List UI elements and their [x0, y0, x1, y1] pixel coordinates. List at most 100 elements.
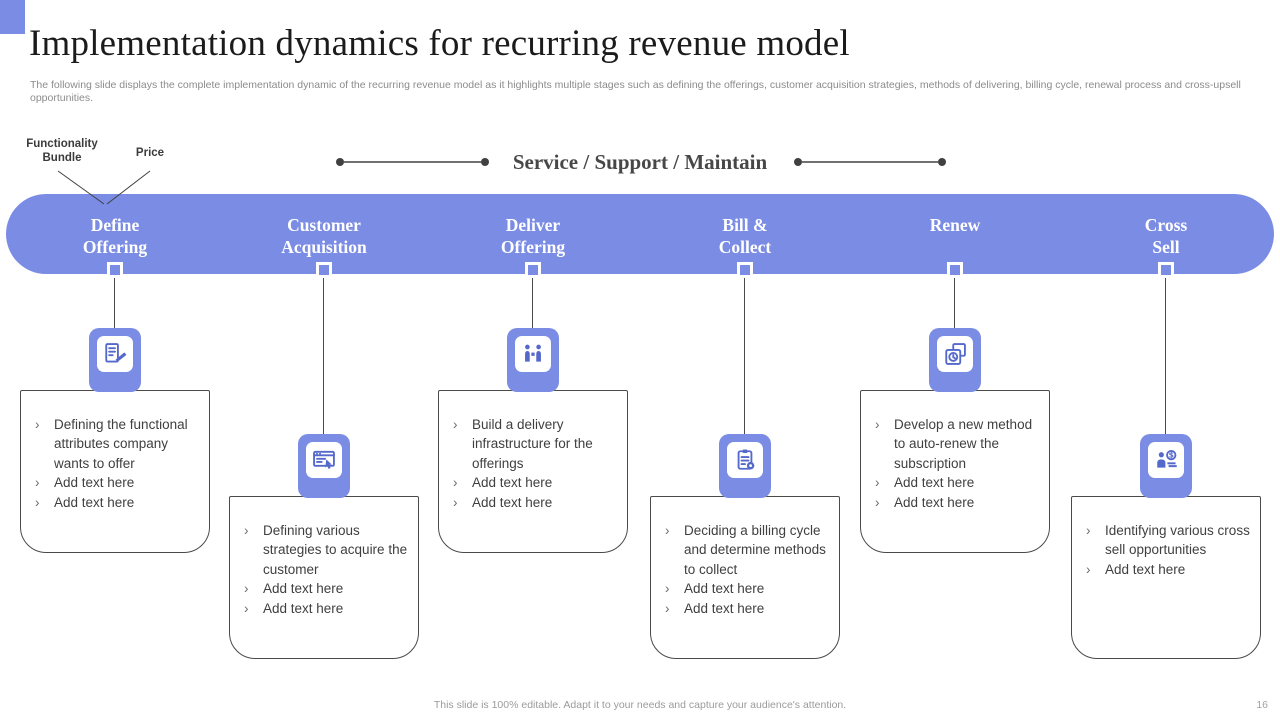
stage-label-line: Renew: [929, 215, 981, 235]
bullet-text: Add text here: [263, 600, 344, 616]
bullet-text: Add text here: [263, 581, 344, 597]
connector-line: [954, 278, 955, 330]
stage-label-line: Offering: [500, 237, 566, 257]
timeline-node: [107, 262, 123, 278]
stage-icon-box[interactable]: [89, 328, 141, 392]
bullet-icon: ›: [244, 581, 249, 597]
bullet-text: Add text here: [894, 475, 975, 491]
stage-label-line: Deliver: [505, 215, 561, 235]
bullet-text: Deciding a billing cycle and determine m…: [684, 523, 826, 577]
stage-label-bill-collect[interactable]: Bill & Collect: [645, 214, 845, 258]
cross-sell-icon: $: [1148, 442, 1184, 478]
stage-label-line: Customer: [287, 215, 361, 235]
stage-text-box[interactable]: › Deciding a billing cycle and determine …: [650, 496, 840, 659]
stage-label-customer-acquisition[interactable]: Customer Acquisition: [224, 214, 424, 258]
bullet-icon: ›: [244, 523, 249, 538]
stage-label-line: Bill &: [722, 215, 768, 235]
stage-icon-box[interactable]: [719, 434, 771, 498]
bullet-text: Add text here: [472, 494, 553, 510]
bullet-item: › Develop a new method to auto-renew the …: [875, 415, 1039, 473]
stage-label-define-offering[interactable]: Define Offering: [15, 214, 215, 258]
connector-line: [114, 278, 115, 330]
stage-icon-box[interactable]: [929, 328, 981, 392]
document-edit-icon: [97, 336, 133, 372]
stage-text-box[interactable]: ›Identifying various cross sell opportun…: [1071, 496, 1261, 659]
bullet-item: › Add text here: [875, 473, 1039, 492]
timeline-node: [737, 262, 753, 278]
bullet-item: › Add text here: [665, 599, 829, 618]
stage-label-line: Cross: [1144, 215, 1188, 235]
accent-square: [0, 0, 25, 34]
stage-label-line: Define: [90, 215, 140, 235]
stage-text-box[interactable]: › Defining various strategies to acquire …: [229, 496, 419, 659]
bullet-item: › Add text here: [453, 493, 617, 512]
stage-label-line: Collect: [718, 237, 772, 257]
service-support-maintain-label[interactable]: Service / Support / Maintain: [512, 150, 768, 174]
stage-icon-box[interactable]: [298, 434, 350, 498]
stage-icon-box[interactable]: [507, 328, 559, 392]
bullet-icon: ›: [244, 600, 249, 616]
timeline-node: [1158, 262, 1174, 278]
bullet-icon: ›: [453, 417, 458, 432]
bullet-text: Build a delivery infrastructure for the …: [472, 417, 593, 471]
timeline-band: [6, 194, 1274, 274]
bullet-icon: ›: [875, 417, 880, 432]
bullet-icon: ›: [453, 494, 458, 510]
bullet-text: Add text here: [684, 600, 765, 616]
page-number: 16: [1256, 699, 1268, 711]
bullet-text: Add text here: [472, 475, 553, 491]
stage-label-deliver-offering[interactable]: Deliver Offering: [433, 214, 633, 258]
connector-line: [532, 278, 533, 330]
bullet-text: Add text here: [54, 475, 135, 491]
bullet-icon: ›: [453, 475, 458, 491]
stage-label-line: Sell: [1152, 237, 1180, 257]
stage-label-cross-sell[interactable]: Cross Sell: [1066, 214, 1266, 258]
connector-line: [1165, 278, 1166, 436]
bullet-icon: ›: [35, 417, 40, 432]
bullet-icon: ›: [35, 494, 40, 510]
bullet-item: › Add text here: [35, 473, 199, 492]
bullet-text: Add text here: [684, 581, 765, 597]
stage-text-box[interactable]: › Build a delivery infrastructure for the…: [438, 390, 628, 553]
price-label[interactable]: Price: [135, 147, 165, 159]
bullet-icon: ›: [875, 475, 880, 491]
stage-icon-box[interactable]: $: [1140, 434, 1192, 498]
slide-title[interactable]: Implementation dynamics for recurring re…: [29, 23, 850, 64]
billing-clipboard-icon: [727, 442, 763, 478]
functionality-bundle-label[interactable]: Functionality Bundle: [26, 138, 98, 164]
bullet-item: › Defining various strategies to acquire …: [244, 521, 408, 579]
bullet-item: ›Add text here: [875, 493, 1039, 512]
bullet-icon: ›: [665, 581, 670, 597]
bullet-text: Add text here: [1105, 561, 1186, 577]
bullet-text: Develop a new method to auto-renew the s…: [894, 417, 1033, 471]
stage-label-renew[interactable]: Renew: [855, 214, 1055, 236]
timeline-node: [316, 262, 332, 278]
bullet-text: Defining the functional attributes compa…: [54, 417, 188, 471]
bullet-icon: ›: [35, 475, 40, 491]
stage-label-line: Acquisition: [281, 237, 367, 257]
connector-line: [323, 278, 324, 436]
stage-text-box[interactable]: › Develop a new method to auto-renew the …: [860, 390, 1050, 553]
bullet-item: › Defining the functional attributes comp…: [35, 415, 199, 473]
people-exchange-icon: [515, 336, 551, 372]
footer-note: This slide is 100% editable. Adapt it to…: [433, 699, 847, 711]
bullet-icon: ›: [665, 523, 670, 538]
bullet-icon: ›: [875, 494, 880, 510]
slide-subtitle[interactable]: The following slide displays the complet…: [30, 79, 1241, 104]
stage-text-box[interactable]: › Defining the functional attributes comp…: [20, 390, 210, 553]
bullet-item: ›Add text here: [1086, 560, 1250, 579]
bullet-item: ›Add text here: [35, 493, 199, 512]
browser-cursor-icon: [306, 442, 342, 478]
stage-label-line: Offering: [82, 237, 148, 257]
timeline-node: [947, 262, 963, 278]
bullet-item: › Add text here: [244, 599, 408, 618]
bullet-text: Defining various strategies to acquire t…: [263, 523, 408, 577]
bullet-item: › Deciding a billing cycle and determine …: [665, 521, 829, 579]
bullet-text: Identifying various cross sell opportuni…: [1105, 523, 1250, 558]
connector-line: [744, 278, 745, 436]
bullet-item: › Add text here: [244, 579, 408, 598]
bullet-icon: ›: [665, 600, 670, 616]
bullet-item: › Add text here: [453, 473, 617, 492]
bullet-item: › Add text here: [665, 579, 829, 598]
